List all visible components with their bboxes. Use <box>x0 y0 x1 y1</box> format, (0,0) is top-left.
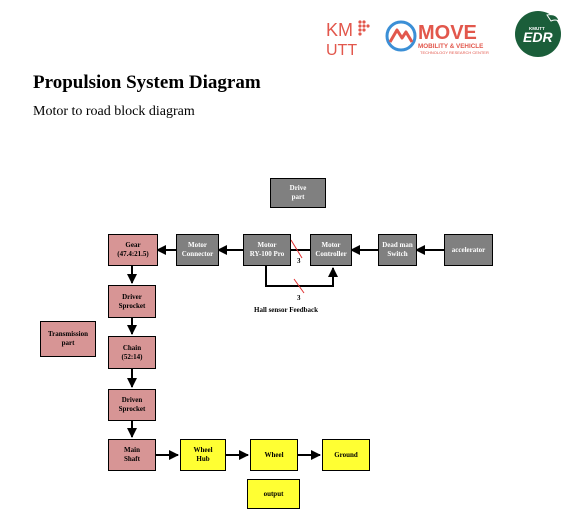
motor-block: Motor RY-100 Pro <box>243 234 291 266</box>
kmutt-dots-icon <box>358 20 370 36</box>
drive-part-block: Drive part <box>270 178 326 208</box>
hall-sensor-label: Hall sensor Feedback <box>254 306 319 314</box>
move-logo-tagline: MOBILITY & VEHICLE <box>418 43 483 50</box>
transmission-part-block: Transmission part <box>40 321 96 357</box>
driver-sprocket-block: Driver Sprocket <box>108 285 156 318</box>
phase-slash-bottom <box>293 278 305 294</box>
edr-leaf-icon <box>546 14 560 22</box>
phase-count-bottom-label: 3 <box>297 294 301 302</box>
main-shaft-block: Main Shaft <box>108 439 156 471</box>
chain-block: Chain (52:14) <box>108 336 156 369</box>
output-block: output <box>247 479 300 509</box>
kmutt-logo: KM UTT <box>326 20 370 59</box>
driven-sprocket-block: Driven Sprocket <box>108 389 156 421</box>
page-title: Propulsion System Diagram <box>33 72 261 93</box>
motor-controller-block: Motor Controller <box>310 234 352 266</box>
move-logo: MOVE MOBILITY & VEHICLE TECHNOLOGY RESEA… <box>385 20 489 55</box>
kmutt-logo-line2: UTT <box>326 42 357 59</box>
edr-logo-word: EDR <box>523 29 553 45</box>
dead-man-switch-block: Dead man Switch <box>378 234 417 266</box>
phase-slash-top <box>290 239 303 259</box>
accelerator-block: accelerator <box>444 234 493 266</box>
wheel-block: Wheel <box>250 439 298 471</box>
edr-logo: KMUTT EDR <box>515 11 561 57</box>
kmutt-logo-line1: KM <box>326 20 353 40</box>
ground-block: Ground <box>322 439 370 471</box>
wheel-hub-block: Wheel Hub <box>180 439 226 471</box>
hall-feedback-path <box>265 264 338 287</box>
move-logo-word: MOVE <box>418 22 477 44</box>
phase-count-top-label: 3 <box>297 257 301 265</box>
motor-connector-block: Motor Connector <box>176 234 219 266</box>
move-logo-subtag: TECHNOLOGY RESEARCH CENTER <box>420 50 489 55</box>
gear-block: Gear (47.4:21.5) <box>108 234 158 266</box>
move-mountain-icon <box>385 20 417 52</box>
page-subtitle: Motor to road block diagram <box>33 104 195 119</box>
edr-logo-top: KMUTT <box>529 26 545 31</box>
